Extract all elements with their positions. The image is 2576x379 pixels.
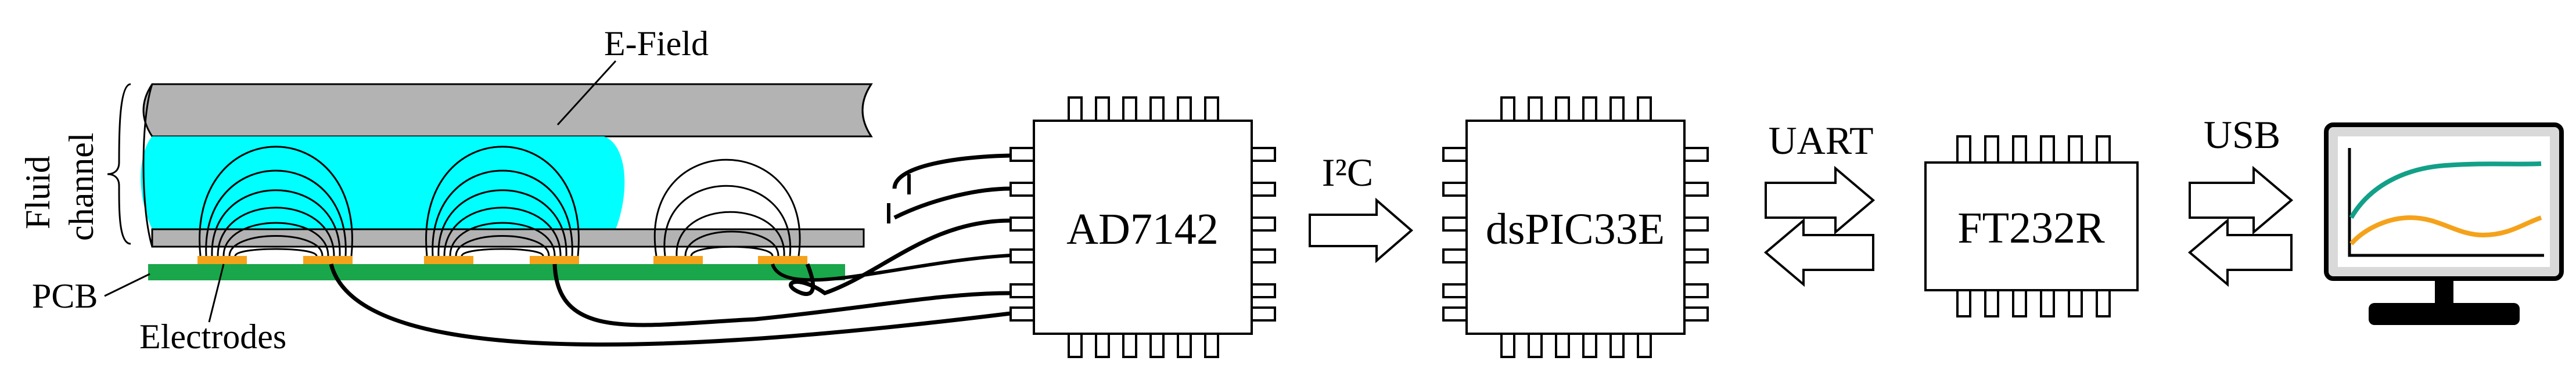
usb-arrow-right-icon: [2189, 165, 2294, 235]
dspic-label: dsPIC33E: [1486, 205, 1665, 254]
electrode-2b: [530, 256, 579, 264]
ft232r-label: FT232R: [1957, 204, 2105, 252]
i2c-arrow-icon: [1309, 197, 1414, 264]
fluid-label-line2: channel: [62, 132, 100, 241]
electrode-2a: [424, 256, 473, 264]
usb-arrow-left-icon: [2187, 218, 2293, 287]
electrodes: [197, 256, 807, 264]
monitor-plot-orange-curve: [2349, 215, 2542, 246]
efield-lines-2: [425, 146, 580, 257]
efield-leader: [556, 60, 617, 126]
pcb-label: PCB: [32, 277, 98, 315]
ft232r-body: [1924, 161, 2139, 291]
fluid-bracket: [107, 83, 131, 245]
fluid-channel-section: E-Field Fluid channel PCB Electrodes: [19, 24, 873, 356]
fluid-region: [141, 136, 625, 229]
electrode-3b: [758, 256, 807, 264]
uart-arrow-right-icon: [1765, 165, 1876, 235]
electrode-1b: [303, 256, 353, 264]
usb-label: USB: [2204, 113, 2280, 157]
ft232r-chip: FT232R: [1924, 135, 2139, 317]
uart-arrow-left-icon: [1763, 218, 1874, 287]
channel-top-wall: [142, 83, 873, 138]
usb-link: USB: [2187, 113, 2294, 287]
uart-link: UART: [1763, 118, 1876, 287]
electrodes-label: Electrodes: [139, 317, 286, 356]
monitor-plot-teal-curve: [2349, 161, 2542, 219]
dspic-chip: dsPIC33E: [1442, 96, 1709, 358]
pcb-leader: [104, 273, 150, 297]
ad7142-body: [1033, 120, 1253, 335]
electrode-wires: [329, 153, 1011, 347]
monitor-neck: [2435, 279, 2453, 305]
dspic-body: [1465, 120, 1686, 335]
electrode-3a: [653, 256, 703, 264]
electrodes-leader: [208, 264, 225, 323]
efield-lines-1: [199, 146, 353, 257]
ad7142-chip: AD7142: [1009, 96, 1276, 358]
efield-lines-3: [654, 158, 801, 257]
uart-label: UART: [1768, 118, 1873, 163]
monitor-plot-axes: [2348, 148, 2544, 257]
fluid-label-line1: Fluid: [19, 156, 57, 229]
monitor-base: [2369, 303, 2520, 325]
electrode-1a: [197, 256, 247, 264]
pcb-board: [148, 264, 845, 280]
i2c-label: I²C: [1322, 150, 1373, 194]
efield-label: E-Field: [604, 24, 709, 63]
ad7142-label: AD7142: [1066, 205, 1219, 254]
i2c-link: I²C: [1309, 150, 1414, 264]
monitor-icon: [2324, 122, 2564, 325]
monitor-screen: [2338, 136, 2550, 267]
